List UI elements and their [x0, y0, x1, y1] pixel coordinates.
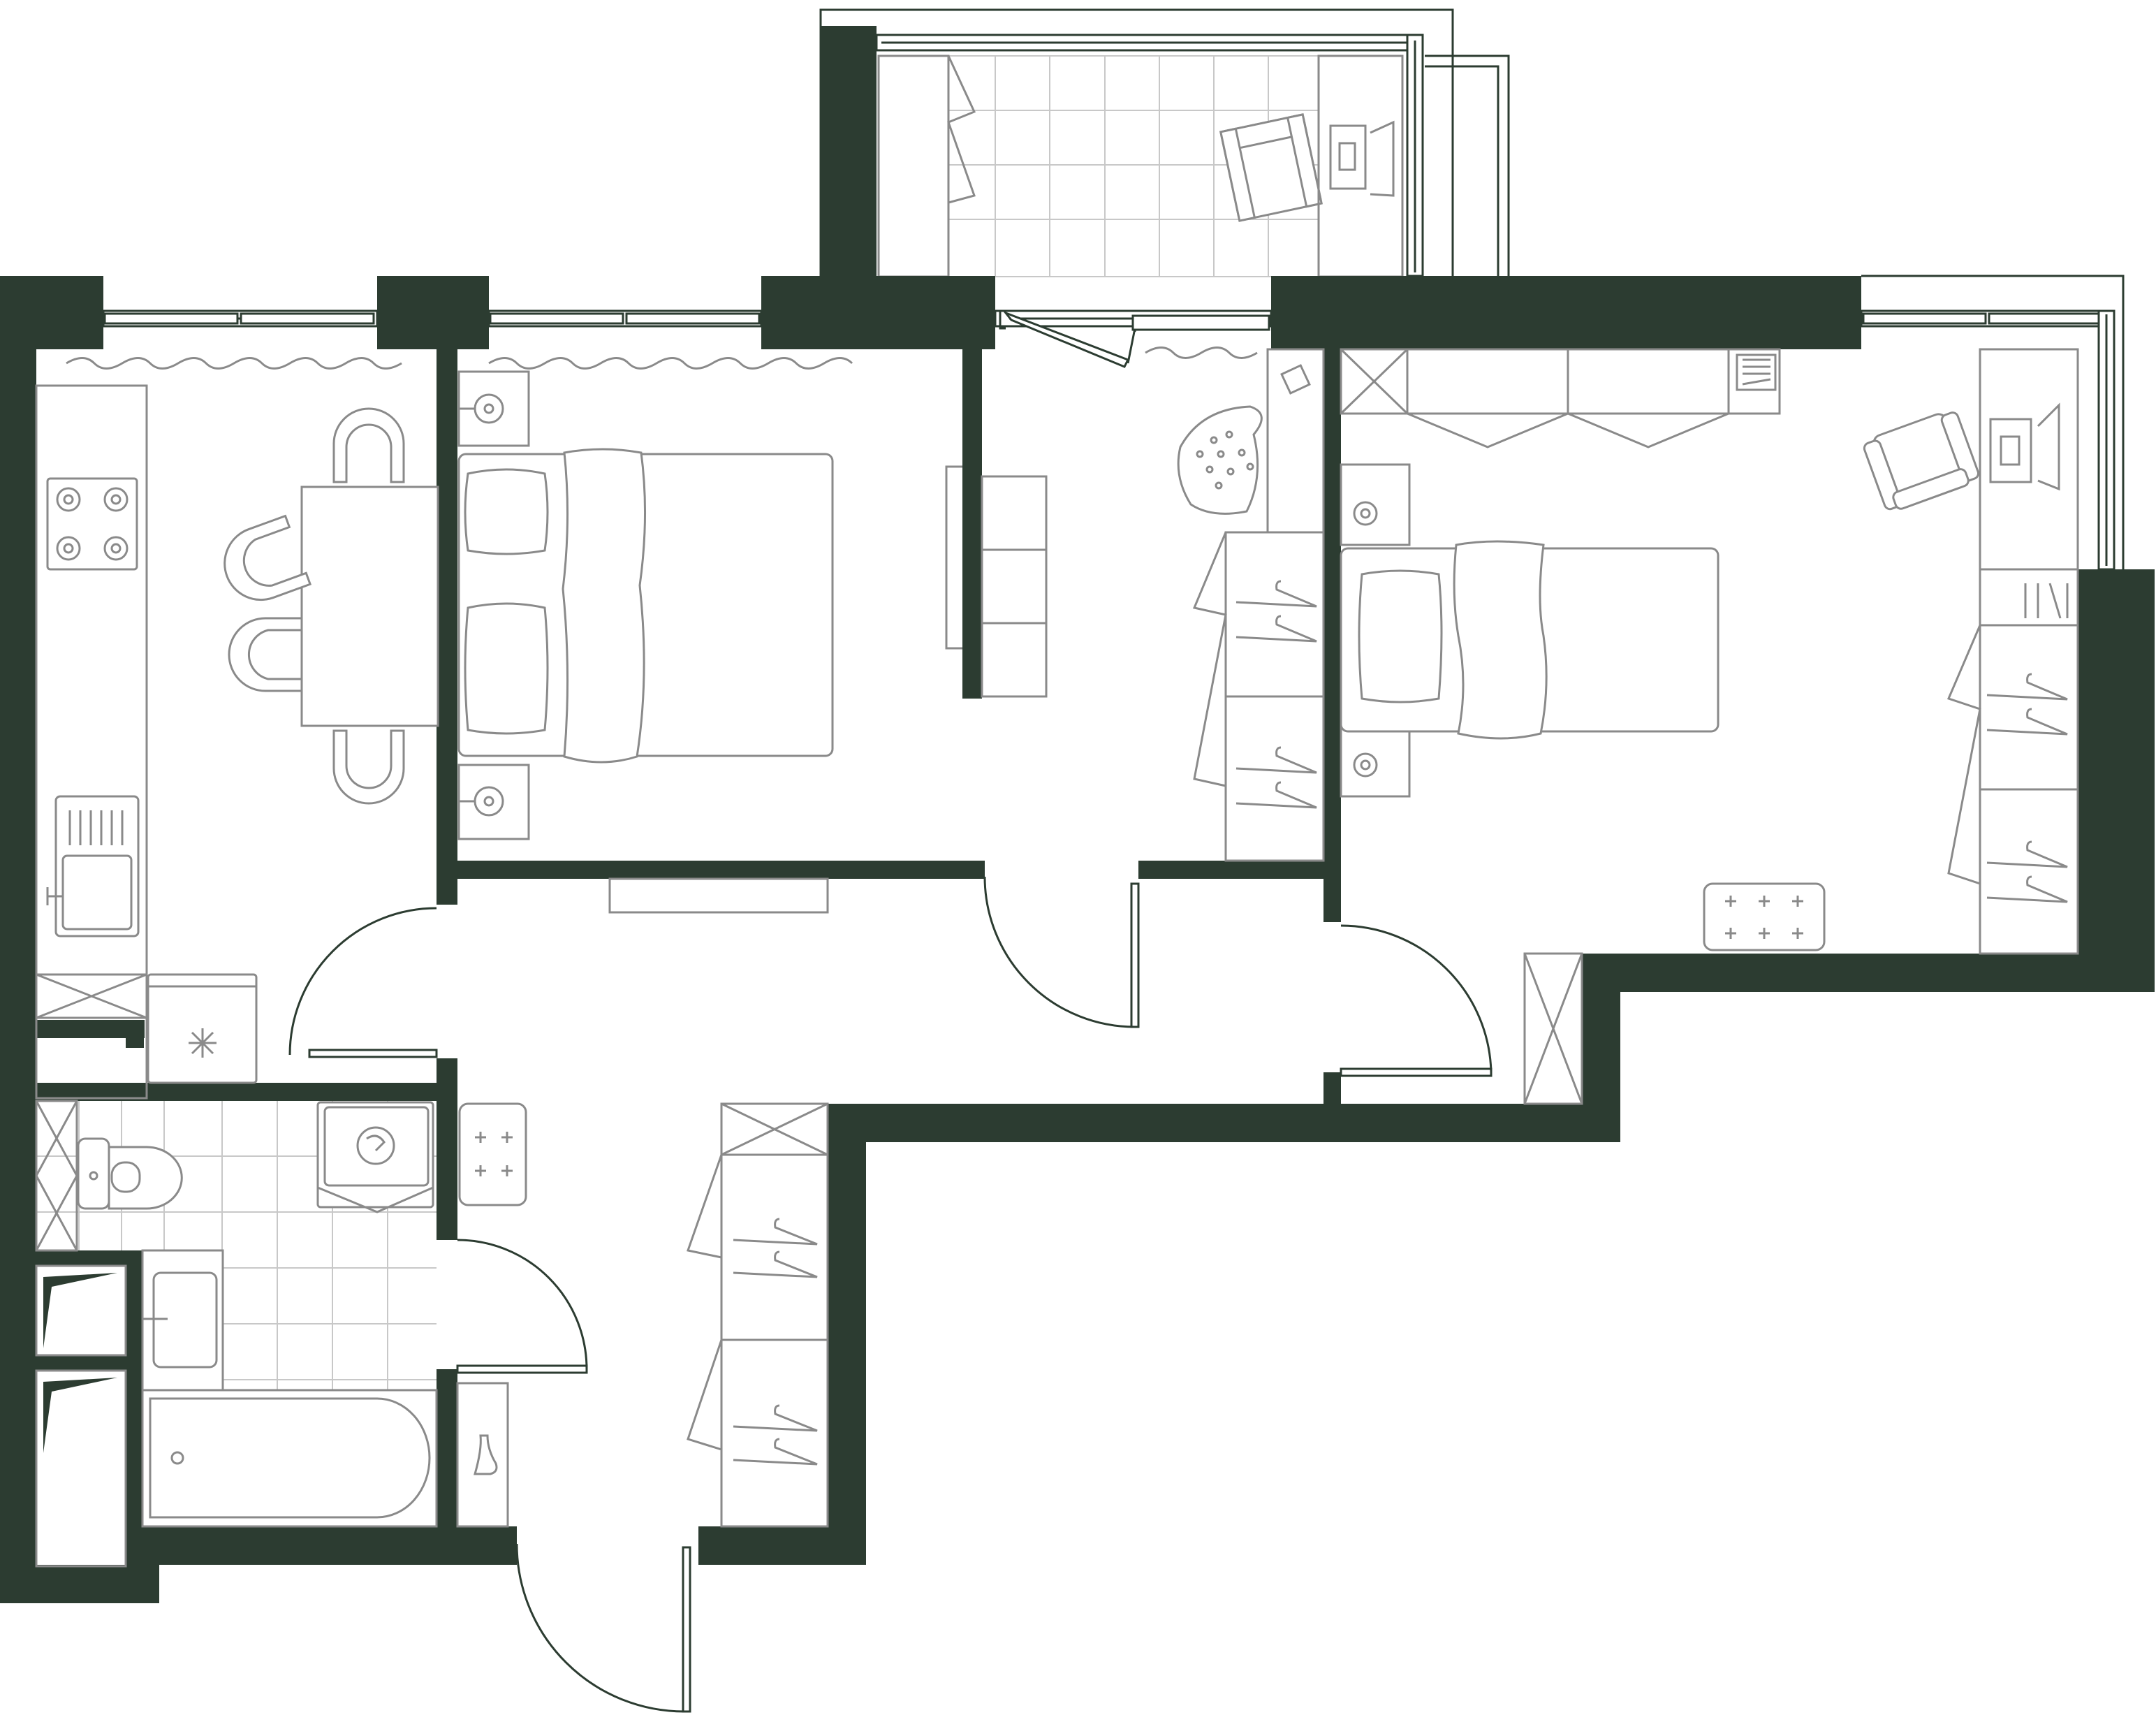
kitchen [35, 357, 439, 1100]
wardrobe-bedroom1 [1192, 531, 1325, 862]
double-bed [457, 448, 834, 764]
balcony-wardrobe [877, 54, 976, 278]
pouf [1703, 882, 1826, 951]
door-balcony [1002, 310, 1130, 368]
door-kitchen [308, 1049, 438, 1058]
door-entrance [682, 1546, 691, 1713]
balcony-tiles [948, 55, 1319, 277]
fridge [147, 973, 258, 1084]
balcony-desk [1317, 54, 1404, 278]
bedroom2-chair [1863, 411, 1980, 511]
door-bedroom-1 [1130, 882, 1140, 1028]
door-bathroom [456, 1364, 588, 1374]
hallway [456, 1102, 829, 1528]
washing-machine [316, 1101, 434, 1213]
wardrobe-bedroom2 [1946, 624, 2079, 955]
toilet [77, 1137, 183, 1210]
bedroom-2 [1340, 348, 2079, 1105]
doors [288, 310, 1493, 1713]
hall-pouf [458, 1102, 527, 1206]
bedroom-1 [457, 348, 1325, 914]
bed-2 [1340, 540, 1719, 740]
kitchen-curtain [66, 357, 402, 370]
storage-closets [35, 1264, 127, 1568]
kitchen-sink [46, 795, 140, 937]
dining-table [223, 407, 439, 805]
hall-wardrobe [687, 1102, 829, 1528]
balcony-curtain [1145, 346, 1258, 359]
bathroom-sink [141, 1249, 224, 1392]
vanity-chair [1177, 405, 1263, 515]
bedroom-curtain [488, 357, 853, 370]
stove [46, 477, 138, 571]
door-bedroom-2 [1340, 1067, 1493, 1077]
bathtub [141, 1389, 438, 1528]
balcony-armchair [1219, 113, 1323, 222]
bathroom [35, 1100, 438, 1568]
balcony [819, 8, 1510, 278]
